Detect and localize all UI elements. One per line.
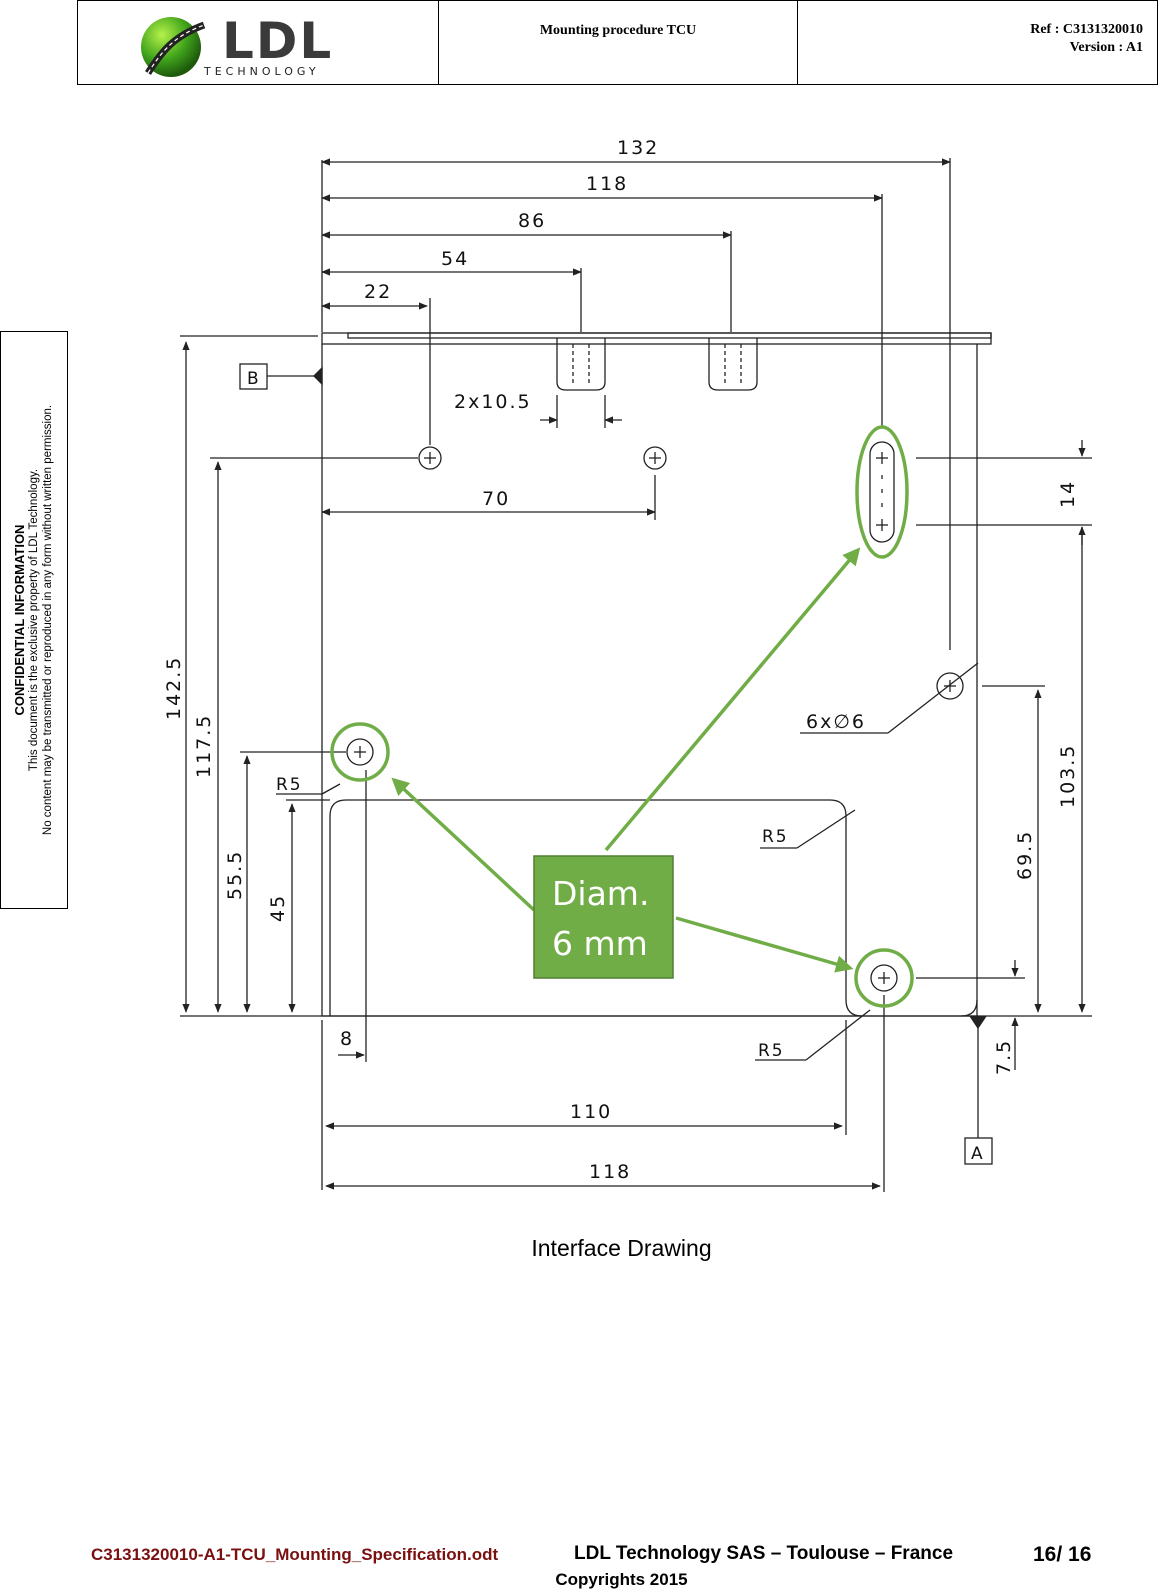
- dim-22: 22: [364, 281, 392, 303]
- dim-142-5: 142.5: [163, 656, 185, 720]
- dim-118-top: 118: [586, 173, 628, 195]
- dim-132: 132: [617, 137, 659, 159]
- radius-label-left: R5: [276, 775, 303, 795]
- dim-117-5: 117.5: [193, 714, 215, 778]
- confidential-title: CONFIDENTIAL INFORMATION: [12, 524, 27, 716]
- dim-14: 14: [1057, 480, 1079, 508]
- dim-7-5: 7.5: [993, 1039, 1015, 1075]
- page-header: LDL TECHNOLOGY Mounting procedure TCU Re…: [77, 0, 1158, 85]
- confidential-notice: CONFIDENTIAL INFORMATION This document i…: [0, 331, 68, 909]
- footer-filename: C3131320010-A1-TCU_Mounting_Specificatio…: [91, 1545, 499, 1564]
- datum-a: A: [971, 1144, 985, 1164]
- reference-number: Ref : C3131320010: [1030, 22, 1143, 37]
- dim-45: 45: [267, 894, 289, 922]
- confidential-line-2: No content may be transmitted or reprodu…: [42, 404, 54, 836]
- interface-drawing: Diam. 6 mm 132 118 86 54 22 2x10.5 70 B …: [163, 137, 1092, 1192]
- dim-69-5: 69.5: [1014, 830, 1036, 880]
- dim-54: 54: [441, 248, 469, 270]
- radius-label-bottom: R5: [758, 1041, 785, 1061]
- dim-70: 70: [482, 488, 510, 510]
- holes-label: 6x∅6: [806, 711, 866, 733]
- dim-118-bottom: 118: [589, 1161, 631, 1183]
- dim-slot-width: 2x10.5: [454, 391, 532, 413]
- version-label: Version : A1: [1069, 40, 1143, 55]
- datum-b: B: [247, 369, 261, 389]
- logo-subtext: TECHNOLOGY: [204, 65, 320, 78]
- reference-block: Ref : C3131320010 Version : A1: [798, 1, 1157, 84]
- footer-company: LDL Technology SAS – Toulouse – France: [574, 1543, 954, 1564]
- callout-text-line-1: Diam.: [552, 874, 649, 913]
- dim-86: 86: [518, 210, 546, 232]
- logo-cell: LDL TECHNOLOGY: [78, 1, 439, 84]
- footer-copyright: Copyrights 2015: [555, 1570, 688, 1589]
- page-number: 16/ 16: [1033, 1543, 1092, 1566]
- dim-103-5: 103.5: [1057, 744, 1079, 808]
- ldl-logo-icon: [141, 17, 206, 77]
- confidential-line-1: This document is the exclusive property …: [28, 468, 40, 772]
- dim-110: 110: [570, 1101, 612, 1123]
- callout-text-line-2: 6 mm: [552, 924, 648, 963]
- dim-8: 8: [340, 1028, 354, 1050]
- logo-text: LDL: [222, 12, 334, 70]
- diameter-callout-box: [533, 855, 674, 979]
- figure-caption: Interface Drawing: [531, 1235, 712, 1261]
- dim-55-5: 55.5: [224, 850, 246, 900]
- radius-label-right: R5: [762, 827, 789, 847]
- document-title: Mounting procedure TCU: [439, 1, 798, 84]
